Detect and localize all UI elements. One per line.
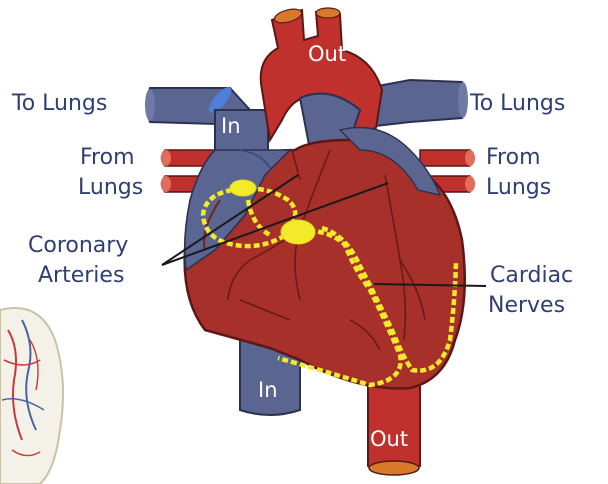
- av-node: [281, 220, 315, 244]
- label-out-top: Out: [308, 42, 346, 66]
- label-from-lungs-left-2: Lungs: [78, 175, 143, 200]
- descending-aorta-end: [369, 461, 419, 475]
- label-cardiac-2: Nerves: [488, 293, 565, 318]
- label-coronary-2: Arteries: [38, 263, 124, 288]
- label-out-bottom: Out: [370, 427, 408, 451]
- label-coronary-1: Coronary: [28, 233, 128, 258]
- body-inset-icon: [0, 308, 63, 484]
- label-in-bottom: In: [258, 378, 278, 402]
- label-to-lungs-right: To Lungs: [469, 91, 565, 116]
- label-to-lungs-left: To Lungs: [11, 91, 107, 116]
- sa-node: [230, 180, 256, 196]
- label-from-lungs-right-1: From: [486, 145, 541, 170]
- label-cardiac-1: Cardiac: [490, 263, 573, 288]
- label-in-top: In: [221, 114, 241, 138]
- label-from-lungs-left-1: From: [80, 145, 135, 170]
- label-from-lungs-right-2: Lungs: [486, 175, 551, 200]
